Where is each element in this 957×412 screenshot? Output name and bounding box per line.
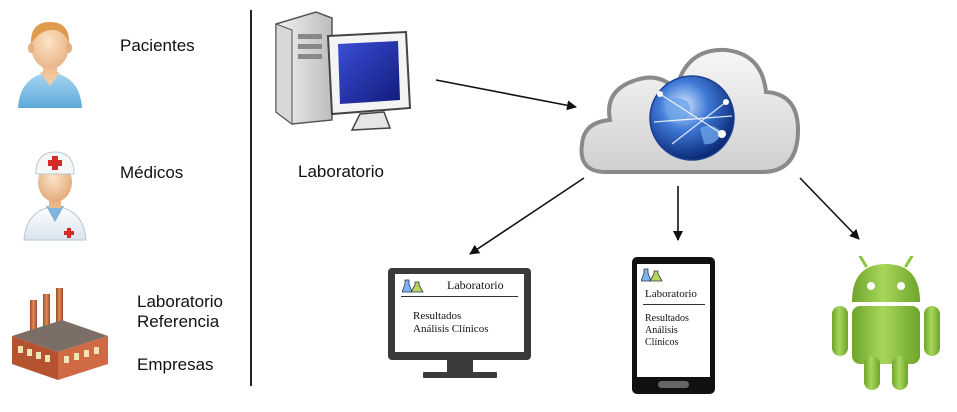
vertical-divider	[250, 10, 252, 386]
phone-line3: Clínicos	[645, 337, 679, 348]
monitor-header: Laboratorio	[447, 278, 504, 292]
factory-icon	[12, 288, 108, 380]
source-label: Laboratorio	[298, 162, 385, 181]
monitor-screen: Laboratorio Resultados Análisis Clínicos	[395, 274, 524, 352]
monitor-line2: Análisis Clínicos	[413, 323, 489, 335]
item-medicos: Médicos	[120, 163, 184, 182]
flask-icon	[402, 279, 424, 293]
item-pacientes: Pacientes	[120, 36, 195, 55]
arrow-cloud-to-monitor	[469, 177, 585, 255]
cloud-globe-icon	[579, 47, 801, 174]
desktop-computer-icon	[275, 11, 412, 131]
android-robot-icon	[832, 256, 940, 390]
arrow-computer-to-cloud	[435, 79, 577, 111]
phone-home-button	[658, 381, 689, 388]
phone-line2: Análisis	[645, 325, 678, 336]
monitor-stand-neck	[447, 360, 473, 374]
phone-line1: Resultados	[645, 313, 689, 324]
item-laboratorio-referencia-line1: Laboratorio	[137, 292, 224, 311]
phone-screen: Laboratorio Resultados Análisis Clínicos	[637, 264, 710, 377]
doctor-icon	[23, 151, 87, 241]
phone-header-rule	[643, 304, 705, 305]
patient-icon	[18, 22, 82, 108]
item-empresas: Empresas	[137, 355, 214, 374]
phone-frame: Laboratorio Resultados Análisis Clínicos	[632, 257, 715, 394]
item-laboratorio-referencia-line2: Referencia	[137, 312, 220, 331]
flask-icon-phone	[641, 268, 663, 282]
monitor-header-rule	[401, 296, 518, 297]
monitor-frame: Laboratorio Resultados Análisis Clínicos	[388, 268, 531, 360]
monitor-stand-base	[423, 372, 497, 378]
monitor-line1: Resultados	[413, 310, 462, 322]
phone-header: Laboratorio	[645, 288, 697, 300]
arrow-cloud-to-android	[799, 177, 860, 240]
